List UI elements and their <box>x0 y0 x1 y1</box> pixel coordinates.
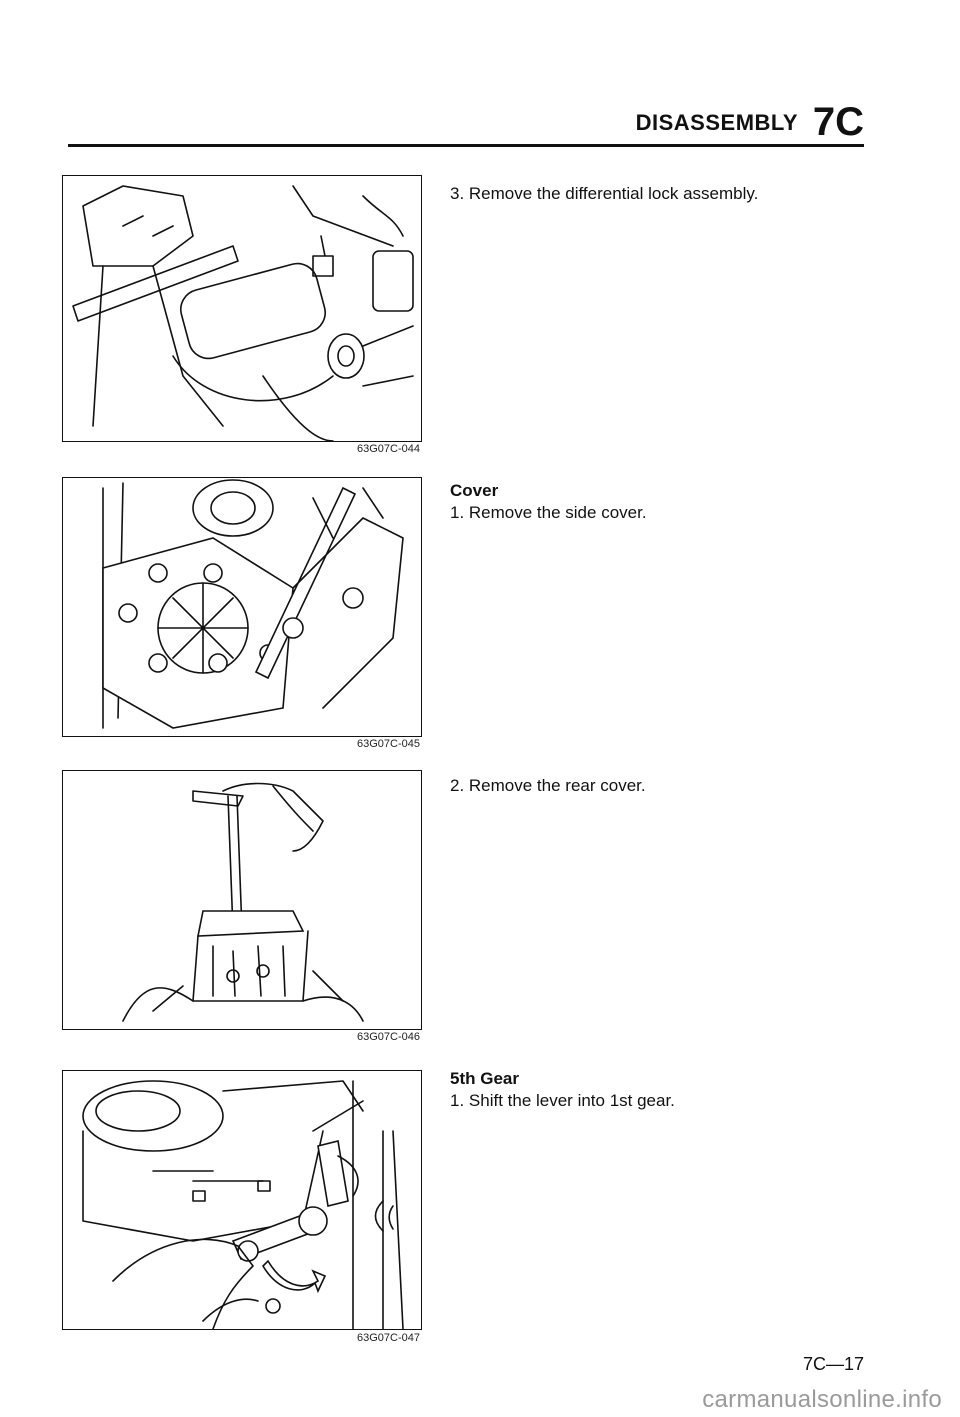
shift-lever-illustration <box>82 1080 404 1329</box>
figure-code: 63G07C-044 <box>357 443 420 455</box>
step-remove-differential-lock: 3. Remove the differential lock assembly… <box>450 183 870 205</box>
step-remove-side-cover: Cover 1. Remove the side cover. <box>450 480 870 524</box>
section-heading-5th-gear: 5th Gear <box>450 1069 519 1088</box>
side-cover-illustration <box>102 479 404 729</box>
step-remove-rear-cover: 2. Remove the rear cover. <box>450 775 870 797</box>
differential-lock-assembly-illustration <box>72 185 414 441</box>
figure-side-cover <box>62 477 422 737</box>
figure-code: 63G07C-046 <box>357 1031 420 1043</box>
figure-differential-lock <box>62 175 422 442</box>
page-header: DISASSEMBLY 7C <box>68 92 864 147</box>
step-text: 3. Remove the differential lock assembly… <box>450 184 759 203</box>
figure-rear-cover <box>62 770 422 1030</box>
step-text: 1. Remove the side cover. <box>450 503 647 522</box>
step-text: 2. Remove the rear cover. <box>450 776 646 795</box>
step-shift-lever: 5th Gear 1. Shift the lever into 1st gea… <box>450 1068 870 1112</box>
watermark: carmanualsonline.info <box>702 1386 942 1413</box>
step-text: 1. Shift the lever into 1st gear. <box>450 1091 675 1110</box>
figure-code: 63G07C-045 <box>357 738 420 750</box>
section-heading-cover: Cover <box>450 481 499 500</box>
figure-shift-lever <box>62 1070 422 1330</box>
section-code: 7C <box>812 100 864 144</box>
section-title: DISASSEMBLY <box>635 110 798 135</box>
page-number: 7C—17 <box>802 1354 864 1374</box>
figure-code: 63G07C-047 <box>357 1332 420 1344</box>
rear-cover-illustration <box>122 782 364 1022</box>
